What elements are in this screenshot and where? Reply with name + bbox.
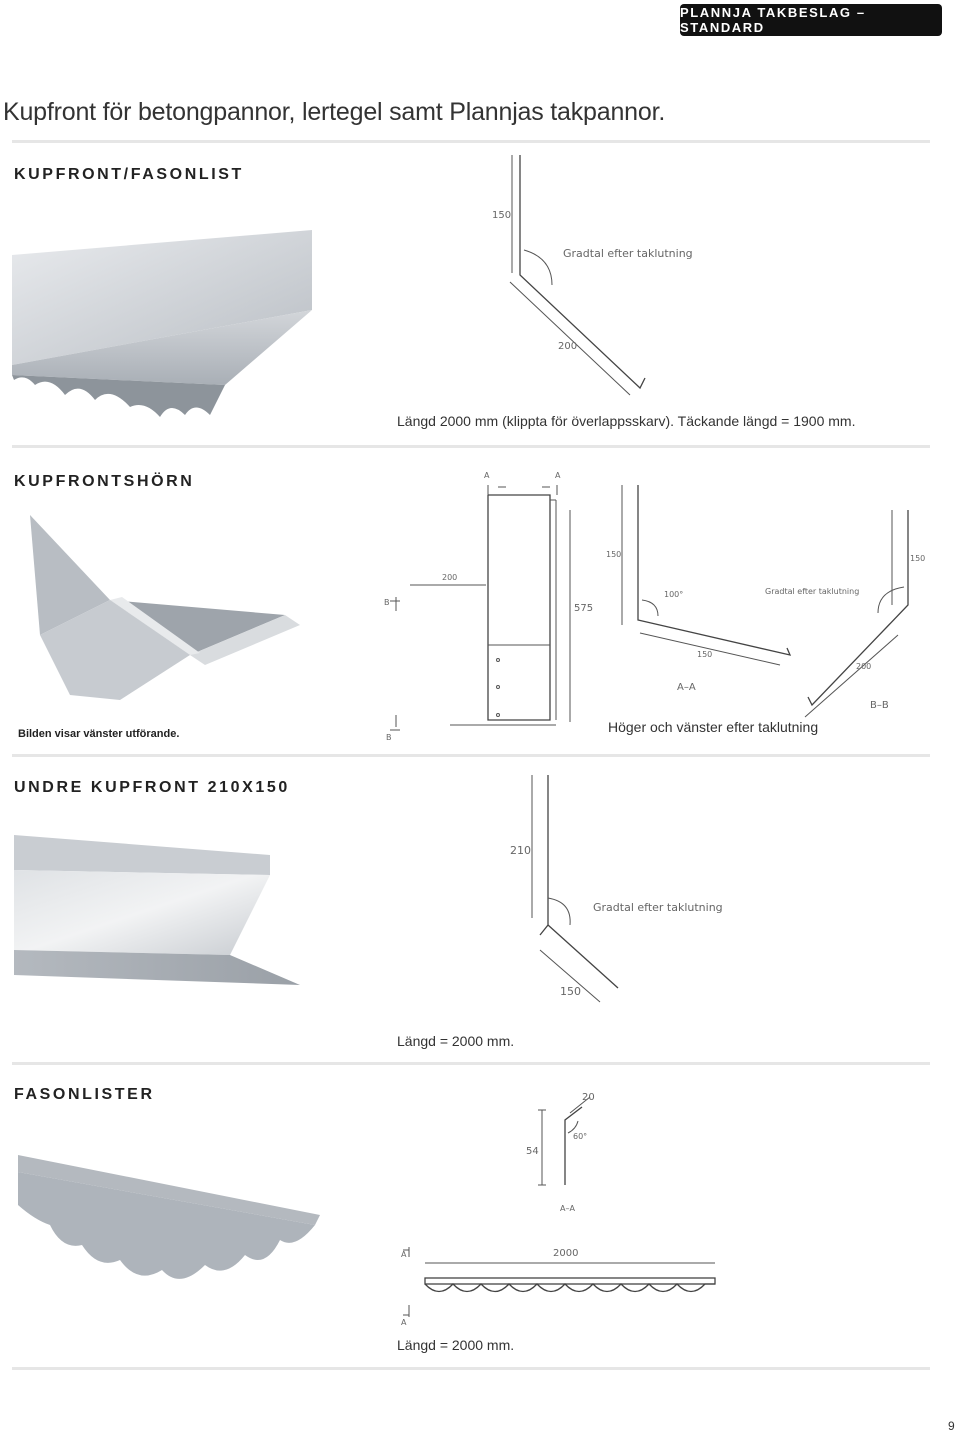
section-heading-undre: UNDRE KUPFRONT 210X150	[14, 779, 290, 796]
svg-text:B: B	[384, 598, 390, 607]
svg-text:20: 20	[582, 1092, 595, 1103]
dim-150: 150	[492, 210, 511, 221]
svg-text:575: 575	[574, 603, 593, 614]
section-label-aa: A–A	[560, 1204, 575, 1213]
svg-text:54: 54	[526, 1146, 539, 1157]
horn-photo	[30, 515, 300, 700]
divider	[12, 1367, 930, 1370]
horn-plan-drawing: A A B B 200 575	[384, 471, 593, 742]
svg-text:150: 150	[697, 650, 712, 659]
horn-caption: Höger och vänster efter taklutning	[608, 719, 819, 735]
section-label-aa: A–A	[677, 682, 696, 693]
header-badge: PLANNJA TAKBESLAG – STANDARD	[680, 4, 942, 36]
section-heading-fason: FASONLISTER	[14, 1086, 155, 1103]
page-title: Kupfront för betongpannor, lertegel samt…	[3, 98, 666, 126]
dim-200: 200	[558, 341, 577, 352]
svg-text:A: A	[401, 1250, 407, 1259]
fason-section-drawing: A–A A 2000 A	[401, 1204, 716, 1327]
svg-text:150: 150	[560, 985, 581, 998]
kupfront-profile-drawing: 150 Gradtal efter taklutning 200	[492, 155, 693, 396]
page-number: 9	[948, 1419, 955, 1433]
undre-caption: Längd = 2000 mm.	[397, 1033, 515, 1049]
fason-photo	[18, 1155, 320, 1279]
svg-text:100°: 100°	[664, 590, 683, 599]
divider	[12, 1062, 930, 1065]
kupfront-photo	[12, 230, 312, 417]
horn-section-aa: 150 100° 150 A–A	[606, 485, 792, 693]
section-heading-horn: KUPFRONTSHÖRN	[14, 473, 195, 490]
svg-text:A: A	[484, 471, 490, 480]
divider	[12, 754, 930, 757]
svg-text:B: B	[386, 733, 392, 742]
horn-section-bb: 150 Gradtal efter taklutning 200 B–B	[765, 510, 925, 718]
fason-profile-drawing: 54 20 60°	[526, 1092, 595, 1186]
section-heading-kupfront: KUPFRONT/FASONLIST	[14, 166, 244, 183]
undre-photo	[14, 835, 300, 985]
svg-text:2000: 2000	[553, 1248, 578, 1259]
svg-text:Gradtal efter taklutning: Gradtal efter taklutning	[593, 901, 723, 914]
svg-text:200: 200	[856, 662, 871, 671]
svg-text:200: 200	[442, 573, 457, 582]
divider	[12, 445, 930, 448]
horn-image-caption: Bilden visar vänster utförande.	[18, 728, 180, 740]
svg-text:150: 150	[910, 554, 925, 563]
divider	[12, 140, 930, 143]
kupfront-caption: Längd 2000 mm (klippta för överlappsskar…	[397, 413, 856, 429]
section-label-bb: B–B	[870, 700, 889, 711]
svg-text:60°: 60°	[573, 1132, 587, 1141]
svg-text:A: A	[401, 1318, 407, 1327]
svg-text:Gradtal efter taklutning: Gradtal efter taklutning	[765, 587, 859, 596]
svg-text:150: 150	[606, 550, 621, 559]
fason-caption: Längd = 2000 mm.	[397, 1337, 515, 1353]
angle-label: Gradtal efter taklutning	[563, 247, 693, 260]
svg-text:A: A	[555, 471, 561, 480]
undre-profile-drawing: 210 Gradtal efter taklutning 150	[510, 775, 723, 1003]
svg-text:210: 210	[510, 844, 531, 857]
